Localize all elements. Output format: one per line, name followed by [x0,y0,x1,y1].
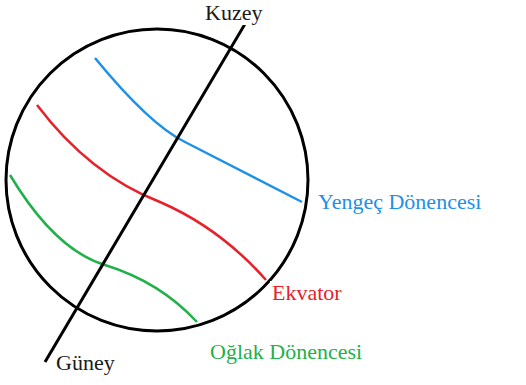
tropic-label: Oğlak Dönencesi [208,340,364,364]
earth-axis [45,2,258,362]
tropic-label: Yengeç Dönencesi [316,190,483,214]
north-label: Kuzey [203,1,264,25]
globe-outline [6,29,308,331]
tropic-of-cancer-line [95,58,302,202]
south-label: Güney [54,351,117,375]
equator-label: Ekvator [270,281,344,305]
tropic-of-capricorn-line [10,175,197,322]
equator-line [37,105,266,280]
